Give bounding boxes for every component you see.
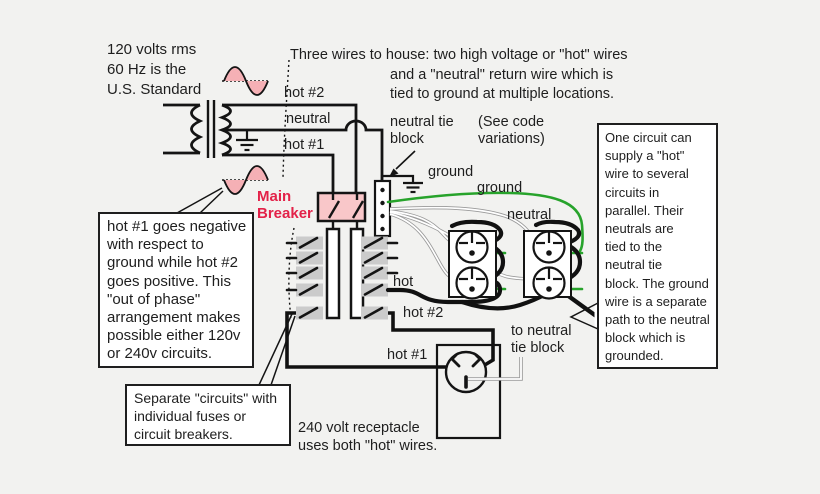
see-code-label: (See code variations) <box>478 114 545 147</box>
hot1-service-wire <box>222 153 335 193</box>
three-wires-note-line1: Three wires to house: two high voltage o… <box>290 47 628 63</box>
hot2-top-label: hot #2 <box>284 85 325 101</box>
neutral-wire-label: neutral <box>507 207 552 223</box>
three-wires-note-rest: and a "neutral" return wire which is tie… <box>390 67 615 102</box>
receptacle-240v-icon <box>435 343 523 440</box>
receptacle-240v-note: 240 volt receptacle uses both "hot" wire… <box>298 420 438 454</box>
phase-callout-box: hot #1 goes negative with respect to gro… <box>98 212 254 368</box>
main-breaker-icon <box>316 191 367 229</box>
three-wires-dotted-line <box>282 59 290 179</box>
branch-breakers-icon <box>285 236 399 320</box>
ground-symbol-label: ground <box>428 164 474 180</box>
hot1-top-label: hot #1 <box>284 137 325 153</box>
hot2-service-wire <box>222 103 358 193</box>
hot2-240v-wire <box>388 311 495 368</box>
hot2-bottom-label: hot #2 <box>403 305 444 321</box>
to-neutral-tie-label: to neutral tie block <box>511 323 572 356</box>
fuses-callout-box: Separate "circuits" with individual fuse… <box>125 384 291 446</box>
phase-callout-pointer <box>176 187 224 214</box>
bus-bars-icon <box>325 227 365 320</box>
transformer-ground-icon <box>236 130 258 152</box>
main-breaker-label: Main Breaker <box>257 188 313 222</box>
ground-wire-label: ground <box>477 180 523 196</box>
service-ground-icon <box>403 181 423 194</box>
hot1-bottom-label: hot #1 <box>387 347 428 363</box>
fuses-callout-pointer <box>258 313 296 386</box>
neutral-service-wire <box>222 119 384 181</box>
hot-wire-label: hot <box>393 274 414 290</box>
parallel-callout-box: One circuit can supply a "hot" wire to s… <box>597 123 718 369</box>
us-standard-note: 120 volts rms 60 Hz is the U.S. Standard <box>107 41 202 98</box>
sine-wave-negative-icon <box>222 165 270 195</box>
receptacles-icon <box>455 230 566 300</box>
neutral-tie-block-label: neutral tie block <box>390 114 454 147</box>
sine-wave-positive-icon <box>222 66 270 96</box>
tie-block-arrow-icon <box>389 150 416 177</box>
panel-dotted-line <box>288 227 295 319</box>
neutral-pigtail-wire <box>468 357 523 381</box>
neutral-top-label: neutral <box>286 111 331 127</box>
